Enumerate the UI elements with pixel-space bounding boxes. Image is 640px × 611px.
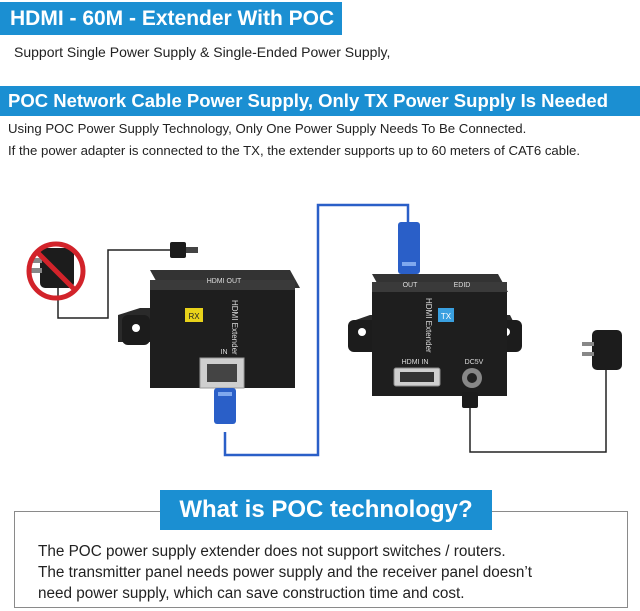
power-adapter-icon: [582, 330, 622, 370]
tx-port-edid: EDID: [454, 282, 471, 289]
poc-info-line3: need power supply, which can save constr…: [38, 585, 465, 602]
poc-description-line1: Using POC Power Supply Technology, Only …: [8, 121, 527, 136]
rx-extender-device: [118, 270, 300, 389]
rj45-plug-rx: [214, 388, 236, 424]
rx-device-name: HDMI Extender: [230, 300, 239, 355]
page-subtitle: Support Single Power Supply & Single-End…: [14, 44, 391, 60]
poc-info-line2: The transmitter panel needs power supply…: [38, 564, 533, 581]
rx-port-hdmi-out: HDMI OUT: [207, 278, 242, 285]
tx-device-name: HDMI Extender: [424, 298, 433, 353]
connection-diagram: RX HDMI Extender HDMI OUT IN TX HDMI Ext…: [26, 203, 622, 457]
tx-dc-plug: [462, 392, 478, 408]
tx-badge: TX: [441, 312, 452, 321]
poc-info-line1: The POC power supply extender does not s…: [38, 543, 506, 560]
poc-section-title: POC Network Cable Power Supply, Only TX …: [0, 86, 640, 116]
network-cable: [223, 203, 410, 457]
poc-info-text: The POC power supply extender does not s…: [38, 541, 628, 604]
poc-info-heading: What is POC technology?: [160, 490, 492, 530]
tx-port-dc5v: DC5V: [465, 359, 484, 366]
rx-badge: RX: [188, 312, 200, 321]
rx-dc-plug: [170, 242, 198, 258]
rx-power-cable: [57, 249, 176, 319]
prohibited-power-adapter-icon: [26, 241, 86, 301]
tx-power-cable: [469, 370, 607, 453]
rx-port-in: IN: [221, 349, 228, 356]
rj45-plug-tx: [398, 222, 420, 274]
tx-port-hdmi-in: HDMI IN: [402, 359, 429, 366]
tx-extender-device: [348, 274, 522, 396]
page-title: HDMI - 60M - Extender With POC: [0, 2, 342, 35]
tx-port-out: OUT: [403, 282, 419, 289]
poc-description-line2: If the power adapter is connected to the…: [8, 143, 581, 158]
